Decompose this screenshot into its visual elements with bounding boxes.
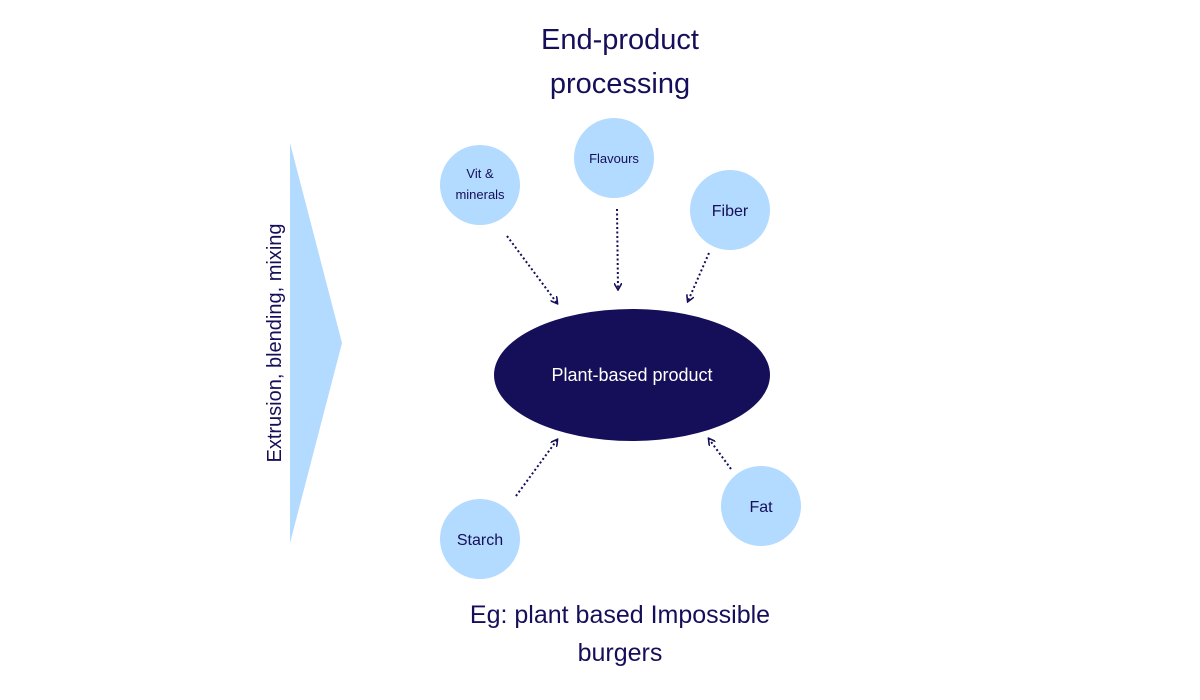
diagram-footer: Eg: plant based Impossible burgers xyxy=(400,596,840,672)
title-line-2: processing xyxy=(549,68,691,100)
node-fat xyxy=(721,466,801,546)
node-vit-minerals-label-2: minerals xyxy=(455,187,505,202)
footer-line-2: burgers xyxy=(577,639,663,667)
title-line-1: End-product xyxy=(541,24,699,56)
arrow-fiber-to-center xyxy=(688,252,710,301)
node-vit-minerals xyxy=(440,145,520,225)
node-flavours xyxy=(574,118,654,198)
center-node-plant-based-product xyxy=(494,309,770,441)
node-starch xyxy=(440,499,520,579)
center-node-label: Plant-based product xyxy=(551,365,712,385)
node-vit-minerals-label-1: Vit & xyxy=(466,166,494,181)
footer-line-1: Eg: plant based Impossible xyxy=(469,601,771,629)
node-starch-label: Starch xyxy=(457,532,503,549)
arrow-fat-to-center xyxy=(709,439,732,470)
arrow-flavours-to-center xyxy=(617,208,618,289)
process-chevron-arrow xyxy=(290,143,342,543)
node-fat-label: Fat xyxy=(749,499,773,516)
process-arrow-label: Extrusion, blending, mixing xyxy=(264,223,286,462)
node-fiber-label: Fiber xyxy=(712,203,749,220)
arrow-starch-to-center xyxy=(515,440,557,497)
diagram-title: End-product processing xyxy=(470,18,770,106)
arrow-vit-to-center xyxy=(506,235,557,303)
node-flavours-label: Flavours xyxy=(589,151,639,166)
node-fiber xyxy=(690,170,770,250)
